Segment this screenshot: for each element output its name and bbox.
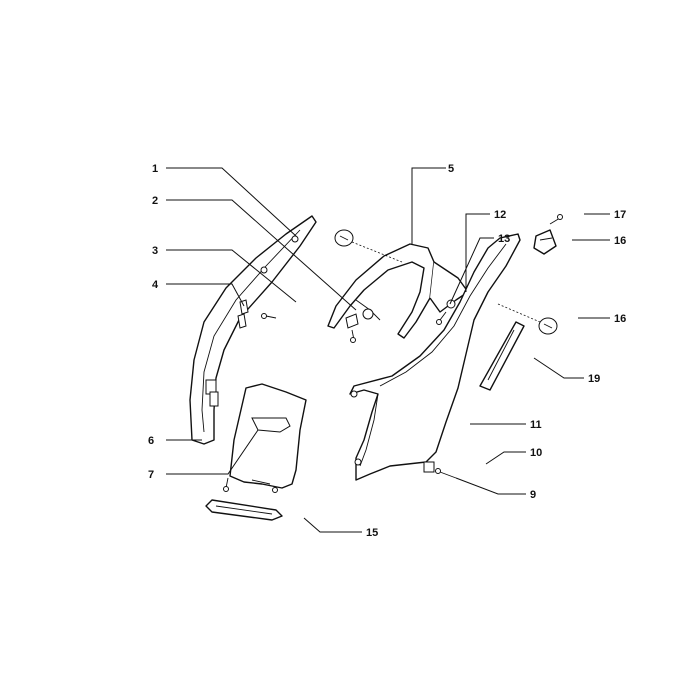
round-grommet-top xyxy=(334,229,403,263)
emblem-strip xyxy=(479,321,525,391)
legshield-body xyxy=(349,233,521,481)
callout-1: 1 xyxy=(152,163,158,175)
screw-icon xyxy=(350,329,356,343)
callout-13: 13 xyxy=(498,233,510,245)
callout-17: 17 xyxy=(614,209,626,221)
screw-icon xyxy=(223,477,229,492)
lower-shield-panel xyxy=(229,383,307,493)
callout-9: 9 xyxy=(530,489,536,501)
connector-clip xyxy=(533,214,563,255)
screw-icon xyxy=(261,313,277,319)
round-grommet-right xyxy=(497,303,558,335)
callout-7: 7 xyxy=(148,469,154,481)
callout-11: 11 xyxy=(530,419,542,431)
callout-6: 6 xyxy=(148,435,154,447)
callout-4: 4 xyxy=(152,279,159,291)
callout-10: 10 xyxy=(530,447,542,459)
bracket-frame xyxy=(327,243,469,339)
callout-2: 2 xyxy=(152,195,158,207)
screw-icon xyxy=(435,468,457,479)
callout-3: 3 xyxy=(152,245,158,257)
legshield-side-strip xyxy=(189,215,317,445)
callout-5: 5 xyxy=(448,163,454,175)
screw-icon xyxy=(436,311,447,325)
callout-19: 19 xyxy=(588,373,600,385)
callout-15: 15 xyxy=(366,527,378,539)
callout-labels: 1 2 3 4 5 6 7 9 10 11 12 13 15 16 16 17 … xyxy=(148,163,626,539)
callout-16-upper: 16 xyxy=(614,235,626,247)
callout-16-lower: 16 xyxy=(614,313,626,325)
callout-12: 12 xyxy=(494,209,506,221)
vent-grille xyxy=(205,499,283,521)
leader-lines xyxy=(166,167,610,533)
